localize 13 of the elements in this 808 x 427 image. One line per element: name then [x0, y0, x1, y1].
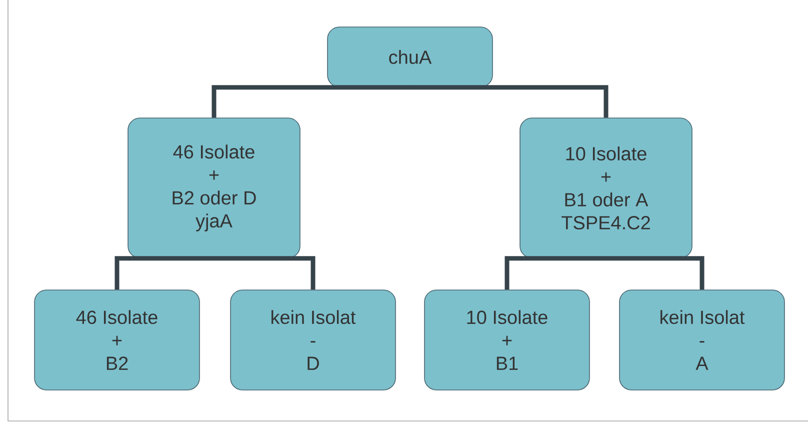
connector-line	[504, 256, 606, 290]
connector-line	[114, 256, 214, 290]
process-box: chuA	[327, 26, 493, 88]
process-box: kein Isolat - D	[230, 290, 396, 390]
process-box: 46 Isolate + B2	[34, 290, 200, 390]
process-box: 46 Isolate + B2 oder D yjaA	[128, 118, 300, 258]
process-box: 10 Isolate + B1 oder A TSPE4.C2	[520, 118, 692, 258]
process-box: kein Isolat - A	[619, 290, 785, 390]
process-box: 10 Isolate + B1	[424, 290, 590, 390]
connector-line	[606, 256, 704, 290]
connector-line	[212, 85, 410, 118]
connector-line	[214, 256, 316, 290]
connector-line	[410, 85, 608, 118]
